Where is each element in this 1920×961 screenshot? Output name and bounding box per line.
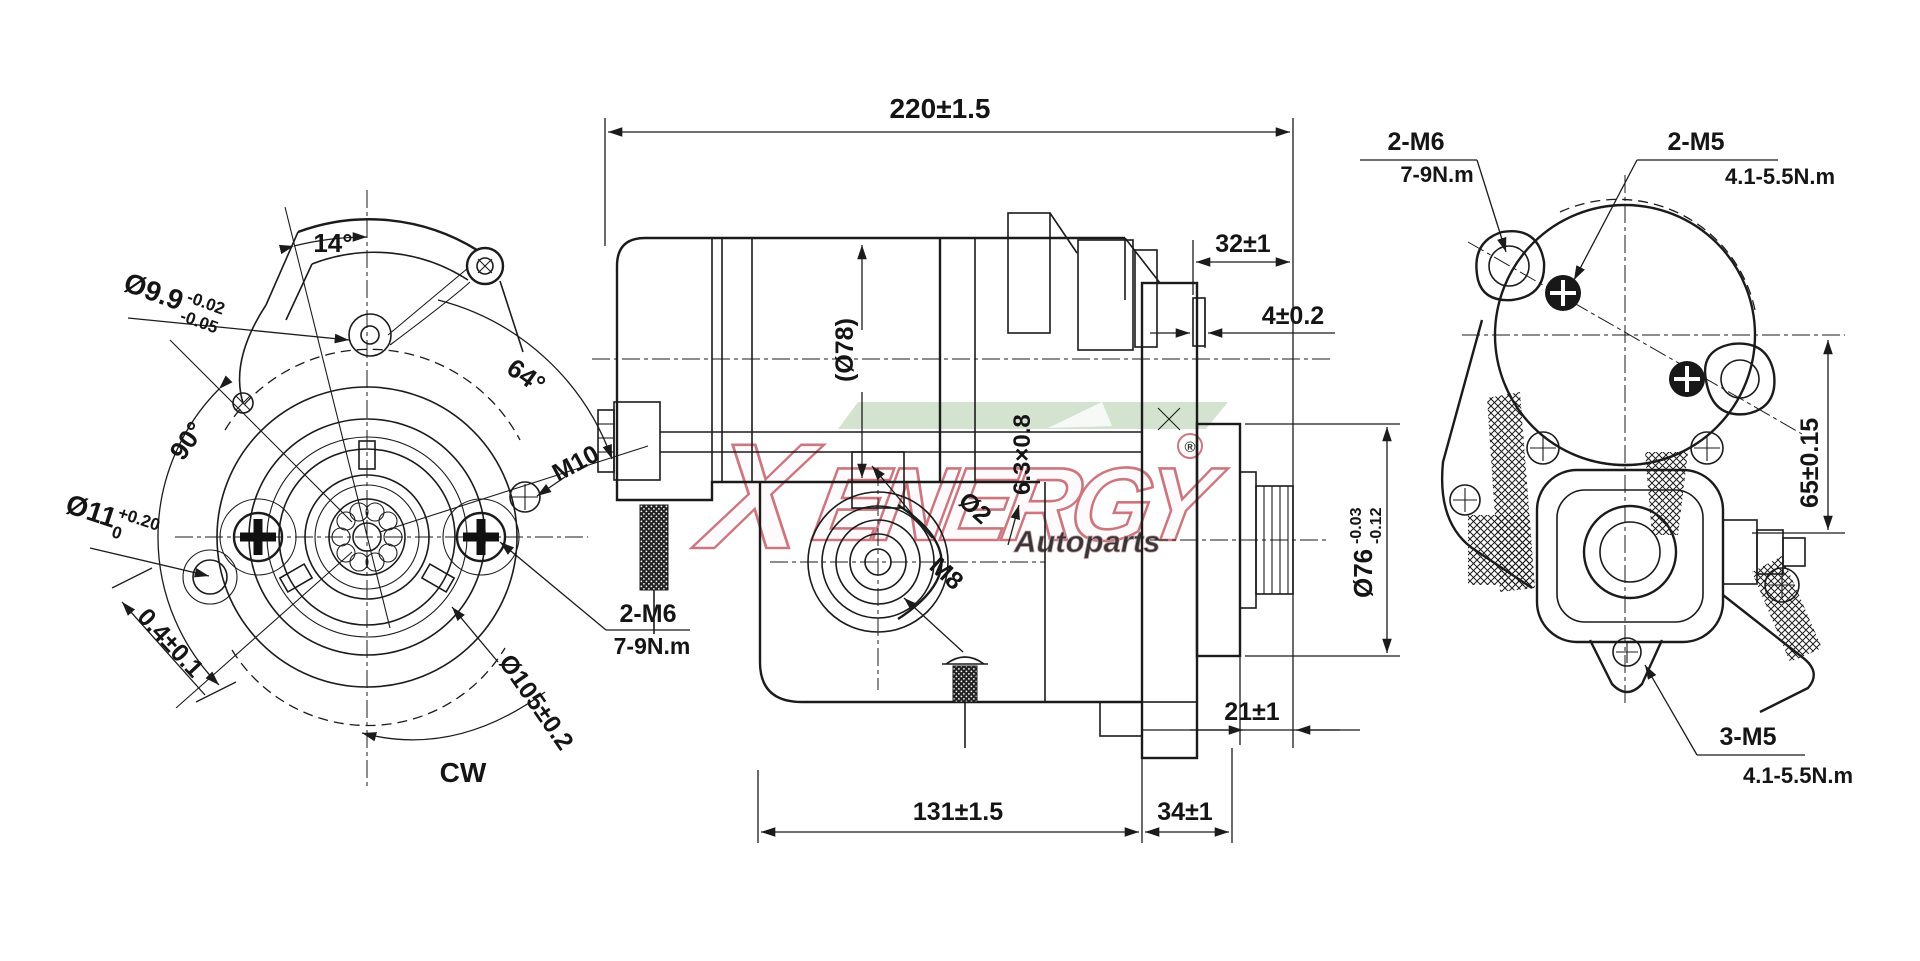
battery-terminal	[1722, 519, 1758, 585]
registered-mark-icon	[1177, 433, 1203, 459]
through-bolt-head	[613, 401, 661, 481]
dim-angle-90: 90°	[163, 416, 210, 465]
bottom-screw-knurl	[952, 665, 978, 703]
cw-rotation-arrow	[361, 691, 546, 742]
gear-housing	[1535, 468, 1725, 644]
dim-angle-64: 64°	[502, 352, 551, 399]
wing-hole	[1449, 484, 1481, 516]
rear-view-drawing: 65±0.15 2-M6 7-9N.m 2-M5 4.1-5.5N.m 3-M5…	[1360, 128, 1853, 788]
dim-34: 34±1	[1157, 798, 1213, 826]
dim-dia-housing: (Ø78)	[831, 318, 859, 382]
watermark-logo: X ENERGY ® Autoparts	[684, 402, 1234, 582]
bracket-lug-hole	[465, 246, 505, 286]
watermark-brand-energy: ENERGY	[806, 447, 1233, 563]
watermark-registered: ®	[1184, 439, 1195, 456]
phillips-screw-icon	[232, 511, 284, 563]
dim-3m5: 3-M5	[1720, 723, 1777, 751]
hatch-block-left	[1468, 515, 1530, 585]
dim-2m5: 2-M5	[1668, 128, 1725, 156]
dim-dia-pivot: Ø9.9 -0.02 -0.05	[120, 267, 227, 338]
watermark-arrow	[1048, 402, 1112, 428]
terminal-stud-knurl	[639, 504, 669, 591]
pivot-hole	[348, 313, 392, 357]
svg-text:-0.03: -0.03	[1348, 507, 1365, 544]
svg-text:Ø9.9: Ø9.9	[120, 267, 188, 317]
wing-hole	[1764, 567, 1800, 603]
rotation-direction: CW	[440, 757, 487, 788]
dim-dia-hole: Ø11 +0.20 0	[62, 488, 162, 543]
dim-2m6-torque: 7-9N.m	[614, 633, 691, 659]
svg-text:Ø11: Ø11	[62, 488, 120, 533]
m5-hole	[1690, 431, 1724, 465]
pivot-pin-block	[851, 451, 905, 509]
svg-text:Ø76: Ø76	[1348, 549, 1378, 598]
dim-bolt-circle: Ø105±0.2	[493, 649, 579, 755]
dim-21: 21±1	[1224, 698, 1280, 726]
dim-2m6-rear-torque: 7-9N.m	[1400, 162, 1473, 187]
dim-overall-length: 220±1.5	[889, 93, 990, 124]
lug-hole-m5	[1720, 359, 1760, 399]
dim-2m6-rear: 2-M6	[1388, 128, 1445, 156]
m5-hole	[1612, 637, 1642, 667]
watermark-green-band	[838, 402, 1228, 429]
dim-angle-14: 14°	[313, 228, 352, 258]
front-view-drawing: 14° 90° 64° Ø9.9 -0.02 -0.05 Ø11 +0.20 0…	[62, 190, 691, 790]
dim-runout: 0.4±0.1	[132, 603, 209, 683]
lug-hole-m6	[1488, 245, 1530, 287]
m10-hole	[509, 481, 541, 513]
watermark-sub: Autoparts	[1013, 524, 1160, 559]
dim-key-slot: 6.3×0.8	[1009, 414, 1036, 495]
dim-dia-spigot: Ø76 -0.03 -0.12	[1348, 507, 1385, 598]
leader-m10	[536, 476, 566, 497]
hatch-band-center	[1645, 452, 1688, 535]
runout-dim-line	[121, 601, 206, 696]
roller-bearing-icon	[331, 502, 403, 572]
dim-2m6: 2-M6	[620, 600, 677, 628]
leader-bolt-circle	[451, 606, 499, 663]
dim-m10: M10	[548, 440, 604, 488]
dim-3m5-torque: 4.1-5.5N.m	[1743, 763, 1853, 788]
dim-131: 131±1.5	[913, 798, 1003, 826]
leader-dia-hole	[89, 547, 210, 578]
dim-2m5-torque: 4.1-5.5N.m	[1725, 164, 1835, 189]
hatch-band-bottom-right	[1752, 556, 1822, 662]
side-view-drawing: 220±1.5 (Ø78) 32±1 4±0.2 6.3×0.8 Ø2 M8	[592, 93, 1400, 843]
dim-4: 4±0.2	[1262, 302, 1324, 330]
m5-hole	[1526, 431, 1560, 465]
svg-text:-0.12: -0.12	[1368, 507, 1385, 544]
leader-2m6	[499, 541, 607, 631]
phillips-screw-icon	[455, 511, 507, 563]
leader-dia-pivot	[127, 317, 350, 344]
dim-65: 65±0.15	[1796, 418, 1824, 508]
dim-32: 32±1	[1215, 230, 1271, 258]
phillips-screw-dark-icon	[1545, 275, 1581, 311]
phillips-screw-dark-icon	[1669, 361, 1705, 397]
